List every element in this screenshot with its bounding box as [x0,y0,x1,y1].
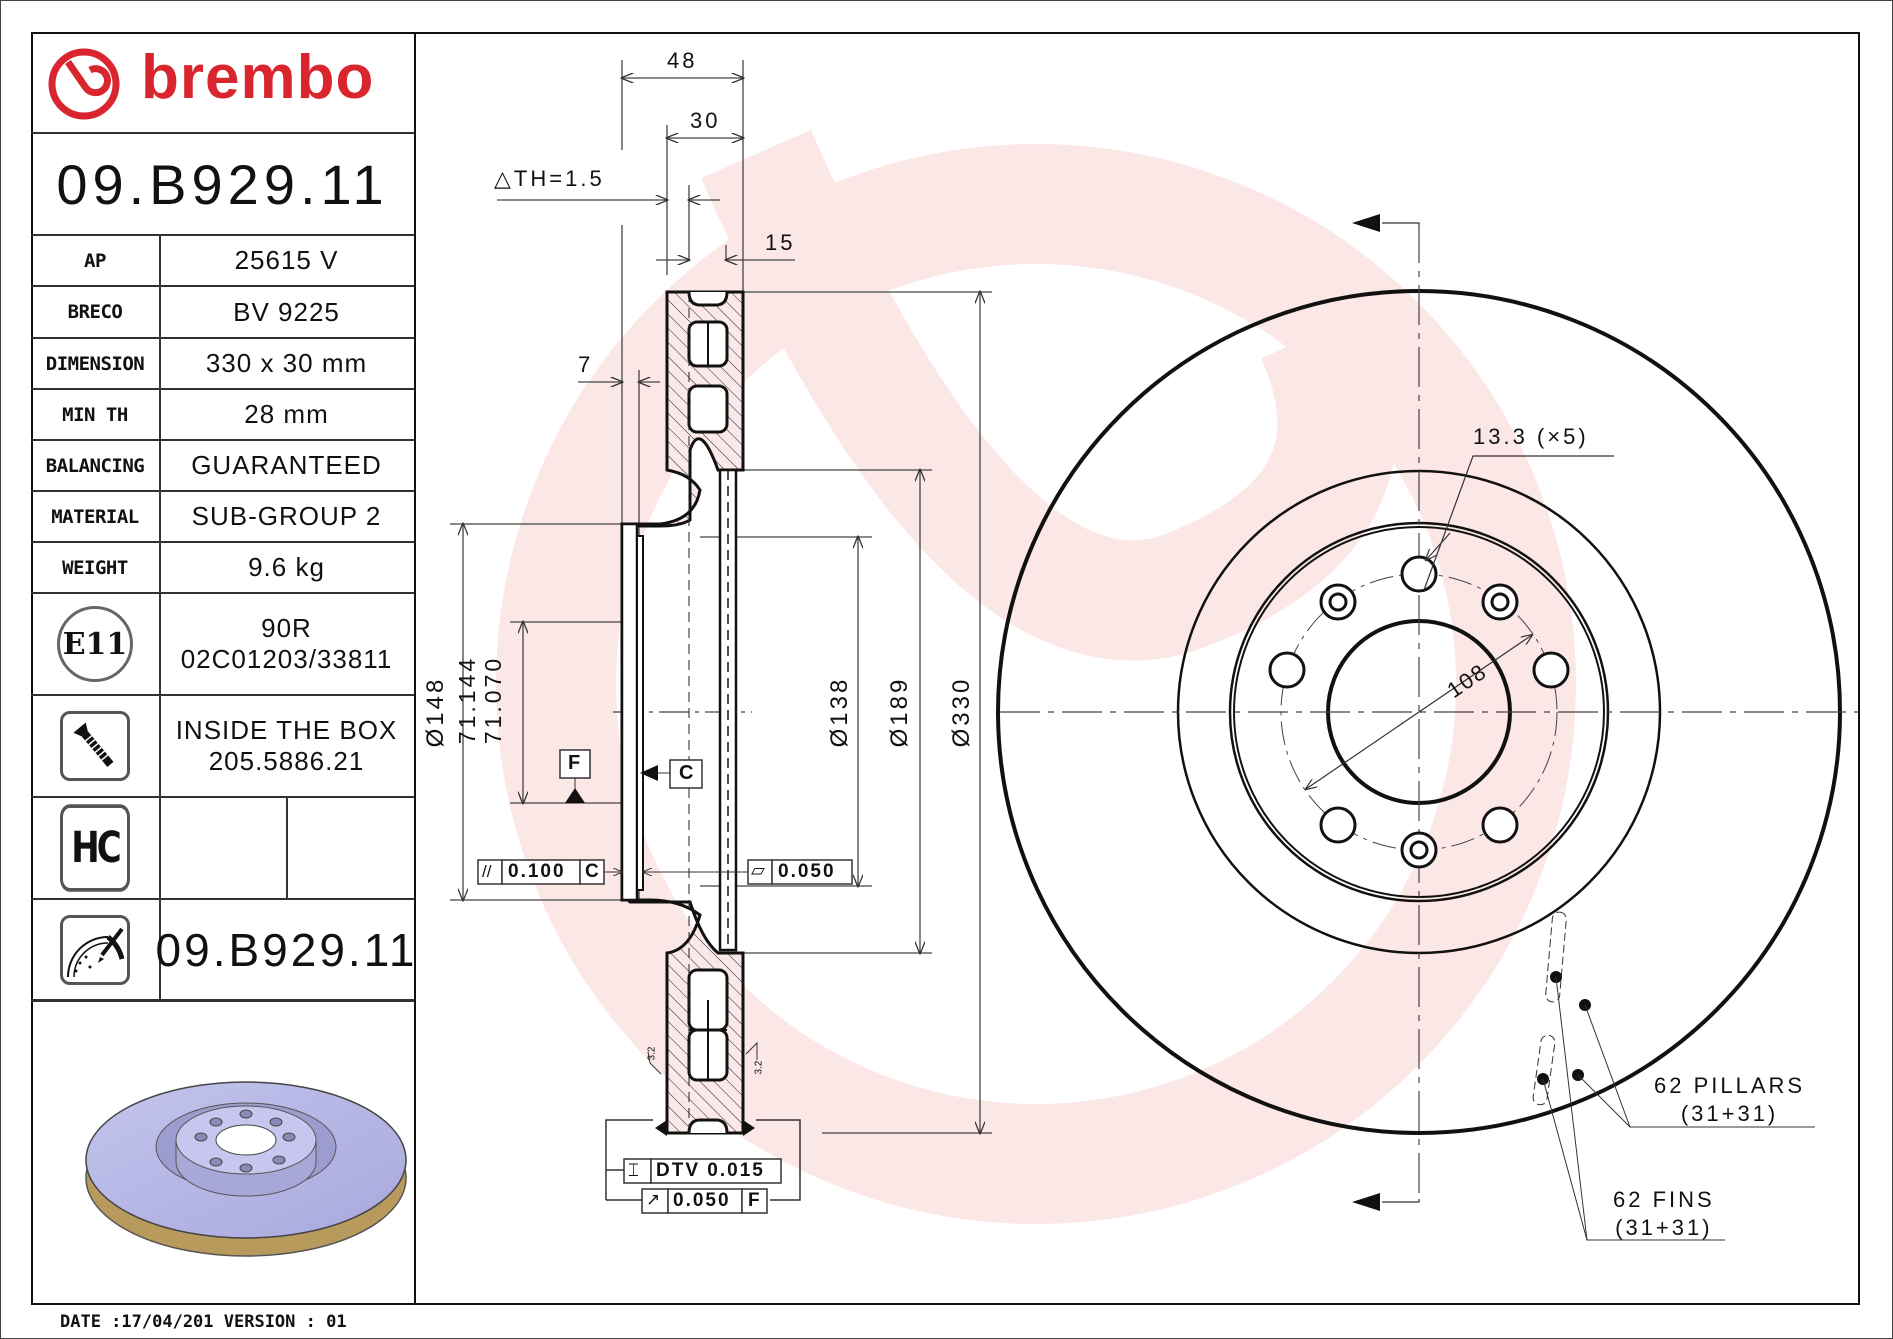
spec-label: MATERIAL [51,505,139,528]
brake-disc-icon [60,914,130,985]
brand-name: brembo [141,43,375,112]
dim-vane-offset: 15 [765,230,796,255]
bolt-hole-label: 13.3 (×5) [1473,424,1589,449]
spec-value: 9.6 kg [248,552,325,582]
part-number: 09.B929.11 [56,152,389,216]
parallelism-value: 0.100 [508,861,566,882]
flatness-icon: ▱ [751,860,765,880]
part-number-row: 09.B929.11 [31,134,414,236]
dtv-icon: ⌶ [628,1160,639,1180]
hc-row: HC [31,798,414,900]
spec-row-material: MATERIAL SUB-GROUP 2 [31,492,414,543]
dim-overall-width: 48 [667,48,698,73]
pillars-label: 62 PILLARS (31+31) [1654,1072,1805,1128]
pillars-split: (31+31) [1680,1101,1779,1126]
dtv-value: DTV 0.015 [656,1160,765,1181]
homologation-row: E11 90R 02C01203/33811 [31,594,414,696]
homologation-line1: 90R [261,613,312,643]
fins-label: 62 FINS (31+31) [1613,1186,1715,1242]
spec-label: BRECO [67,301,123,323]
hc-empty-cell [159,798,288,898]
disc-part-number: 09.B929.11 [155,923,418,976]
runout-datum: F [748,1190,760,1211]
screws-line2: 205.5886.21 [208,746,365,776]
spec-row-weight: WEIGHT 9.6 kg [31,543,414,594]
disc-3d-render [85,1081,407,1257]
dim-delta-th: △TH=1.5 [494,166,605,191]
fins-split: (31+31) [1615,1215,1713,1240]
spec-label: MIN TH [62,403,128,426]
spec-label: WEIGHT [62,556,128,579]
title-block: brembo 09.B929.11 AP 25615 V BRECO BV 92… [31,32,416,1305]
dim-hat-wall: 7 [578,352,591,377]
runout-icon: ↗ [646,1190,661,1209]
spec-row-min-th: MIN TH 28 mm [31,390,414,441]
spec-label: AP [84,249,106,272]
date-version: DATE :17/04/201 VERSION : 01 [60,1312,347,1332]
pillars-count: 62 PILLARS [1654,1073,1806,1098]
spec-value: 28 mm [244,399,329,429]
disc-part-row: 09.B929.11 [31,900,414,1002]
fins-count: 62 FINS [1613,1187,1715,1212]
brembo-logo-icon [48,48,120,120]
spec-value: SUB-GROUP 2 [191,501,382,531]
spec-row-balancing: BALANCING GUARANTEED [31,441,414,492]
homologation-line2: 02C01203/33811 [180,644,393,674]
flatness-value: 0.050 [778,861,836,882]
runout-value: 0.050 [673,1190,731,1211]
spec-value: 25615 V [234,245,339,275]
datum-c-label: C [679,762,694,784]
spec-label: DIMENSION [45,352,145,375]
spec-row-breco: BRECO BV 9225 [31,287,414,339]
datum-f-label: F [568,752,581,774]
hc-icon: HC [60,804,130,892]
brand-row: brembo [31,32,414,134]
parallelism-datum: C [585,861,599,882]
spec-row-ap: AP 25615 V [31,236,414,287]
spec-value: 330 x 30 mm [205,348,368,378]
drawing-frame [31,32,1860,1305]
screws-line1: INSIDE THE BOX [175,715,398,745]
spec-label: BALANCING [45,454,145,477]
screws-row: INSIDE THE BOX 205.5886.21 [31,696,414,798]
dim-thickness: 30 [690,108,721,133]
parallelism-icon: // [482,862,492,881]
spec-value: BV 9225 [233,296,340,327]
spec-value: GUARANTEED [191,450,382,480]
screw-icon [60,711,130,781]
e11-approval-icon: E11 [57,606,133,682]
spec-row-dimension: DIMENSION 330 x 30 mm [31,339,414,390]
